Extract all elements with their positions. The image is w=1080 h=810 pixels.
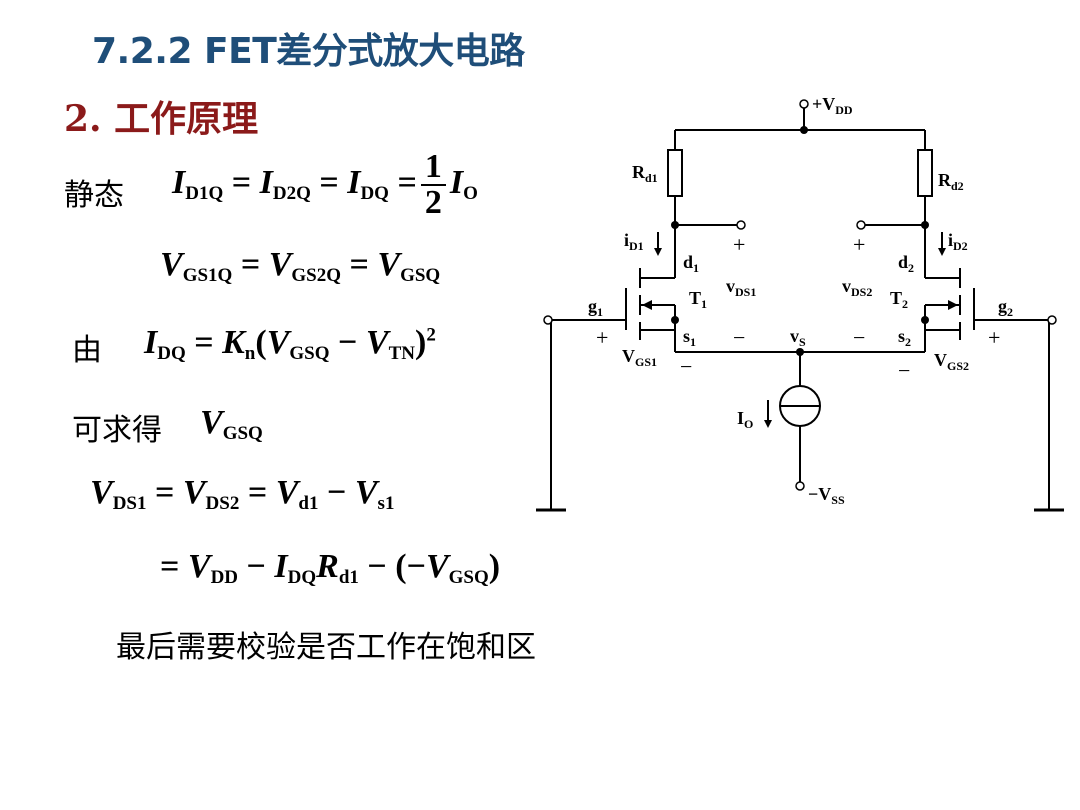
equation-vgsq-result: VGSQ xyxy=(200,404,263,444)
vgs2-plus-sign: + xyxy=(988,325,1000,350)
vgs1-plus-sign: + xyxy=(596,325,608,350)
static-label: 静态 xyxy=(64,178,124,213)
s1-label: s1 xyxy=(683,326,696,349)
equation-vds: VDS1 = VDS2 = Vd1 − Vs1 xyxy=(90,474,395,514)
vss-label: −VSS xyxy=(808,484,845,507)
rd2-label: Rd2 xyxy=(938,170,964,193)
resistor-rd2 xyxy=(917,149,933,197)
vgs1-label: VGS1 xyxy=(622,346,657,369)
rd1-label: Rd1 xyxy=(632,162,658,185)
vds1-label: vDS1 xyxy=(726,276,756,299)
t1-label: T1 xyxy=(689,288,707,311)
g1-label: g1 xyxy=(588,296,603,319)
id2-label: iD2 xyxy=(948,230,968,253)
vgs2-minus-sign: − xyxy=(898,358,910,383)
g2-label: g2 xyxy=(998,296,1013,319)
vds1-plus-sign: + xyxy=(733,232,745,257)
section-heading: 2. 工作原理 xyxy=(64,98,259,140)
vgs2-label: VGS2 xyxy=(934,350,969,373)
equation-vgsq: VGS1Q = VGS2Q = VGSQ xyxy=(160,246,441,286)
conclusion-text: 最后需要校验是否工作在饱和区 xyxy=(116,630,536,665)
vs-label: vS xyxy=(790,326,806,349)
vds2-plus-sign: + xyxy=(853,232,865,257)
vds2-label: vDS2 xyxy=(842,276,872,299)
vds2-minus-sign: − xyxy=(853,325,865,350)
equation-idq: IDQ = Kn(VGSQ − VTN)2 xyxy=(144,324,436,364)
vgs1-minus-sign: − xyxy=(680,354,692,379)
d1-label: d1 xyxy=(683,252,699,275)
id1-label: iD1 xyxy=(624,230,644,253)
vdd-label: +VDD xyxy=(812,94,853,117)
by-label: 由 xyxy=(72,333,102,368)
s2-label: s2 xyxy=(898,326,911,349)
resistor-rd1 xyxy=(667,149,683,197)
obtain-label: 可求得 xyxy=(72,413,162,448)
equation-vds-expanded: = VDD − IDQRd1 − (−VGSQ) xyxy=(160,548,501,588)
t2-label: T2 xyxy=(890,288,908,311)
vds1-minus-sign: − xyxy=(733,325,745,350)
page-title: 7.2.2 FET差分式放大电路 xyxy=(92,31,525,72)
io-label: IO xyxy=(737,408,753,431)
d2-label: d2 xyxy=(898,252,914,275)
